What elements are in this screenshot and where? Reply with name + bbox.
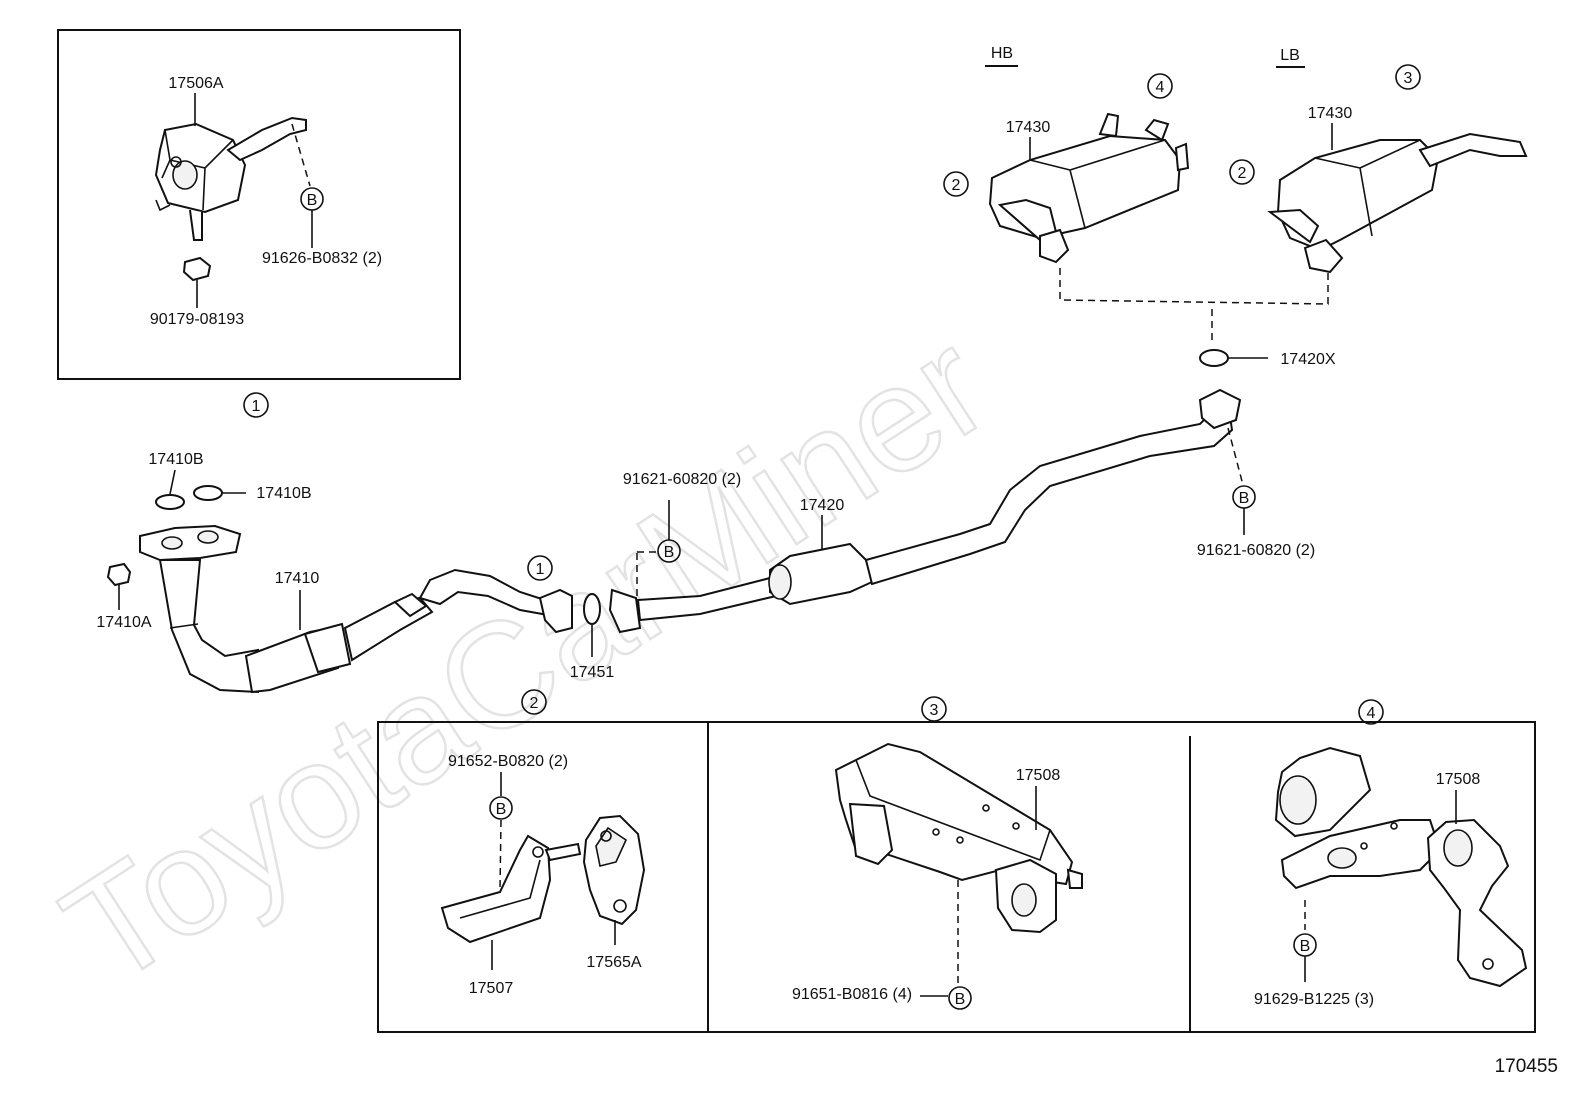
- detail-1-hanger: B 17506A 91626-B0832 (2) 90179-08193: [57, 29, 461, 380]
- label-17410A: 17410A: [96, 614, 151, 631]
- callout-1-location: 1: [536, 561, 545, 578]
- detail-4-bracket: B 91629-B1225 (3) 17508: [1254, 746, 1528, 1008]
- callout-3-lb: 3: [1404, 70, 1413, 87]
- mufflers: HB LB 4 3 2 2 17430 17430: [943, 45, 1528, 305]
- bolt-callout: B: [955, 991, 966, 1008]
- label-17420: 17420: [800, 497, 845, 514]
- label-17410B-right: 17410B: [256, 485, 311, 502]
- callout-2-lb: 2: [1238, 165, 1247, 182]
- label-17420X: 17420X: [1280, 351, 1335, 368]
- detail-boxes-frame: [377, 721, 1536, 1033]
- callout-4-hb: 4: [1156, 79, 1165, 96]
- callout-4-detail: 4: [1367, 705, 1376, 722]
- label-17506A: 17506A: [168, 75, 223, 92]
- label-91629-B1225: 91629-B1225 (3): [1254, 991, 1374, 1008]
- bolt-callout: B: [307, 192, 318, 209]
- label-17410B-upper: 17410B: [148, 451, 203, 468]
- label-91621-60820-rear: 91621-60820 (2): [1197, 542, 1315, 559]
- detail-2-bracket: 91652-B0820 (2) B 17507 17565A: [440, 753, 646, 997]
- callout-2-hb: 2: [952, 177, 961, 194]
- label-91652-B0820: 91652-B0820 (2): [448, 753, 568, 770]
- label-17508-detail3: 17508: [1016, 767, 1061, 784]
- detail-3-bracket: B 91651-B0816 (4) 17508: [792, 742, 1083, 1010]
- label-91651-B0816: 91651-B0816 (4): [792, 986, 912, 1003]
- bolt-callout: B: [1300, 938, 1311, 955]
- label-lb: LB: [1280, 47, 1300, 64]
- label-17430-lb: 17430: [1308, 105, 1353, 122]
- label-91626-B0832: 91626-B0832 (2): [262, 250, 382, 267]
- callout-1-detail: 1: [252, 398, 261, 415]
- label-17507: 17507: [469, 980, 514, 997]
- label-17410: 17410: [275, 570, 320, 587]
- label-90179-08193: 90179-08193: [150, 311, 244, 328]
- drawing-number: 170455: [1495, 1056, 1558, 1077]
- label-91621-60820-front: 91621-60820 (2): [623, 471, 741, 488]
- bolt-callout: B: [496, 801, 507, 818]
- callout-2-detail: 2: [530, 695, 539, 712]
- label-hb: HB: [991, 45, 1013, 62]
- callout-3-detail: 3: [930, 702, 939, 719]
- label-17451: 17451: [570, 664, 615, 681]
- label-17565A: 17565A: [586, 954, 641, 971]
- label-17508-detail4: 17508: [1436, 771, 1481, 788]
- label-17430-hb: 17430: [1006, 119, 1051, 136]
- exhaust-pipe-assembly: B B 17410B 17410B 17410A 17410 17451 916…: [96, 306, 1336, 694]
- bolt-callout: B: [664, 544, 675, 561]
- bolt-callout: B: [1239, 490, 1250, 507]
